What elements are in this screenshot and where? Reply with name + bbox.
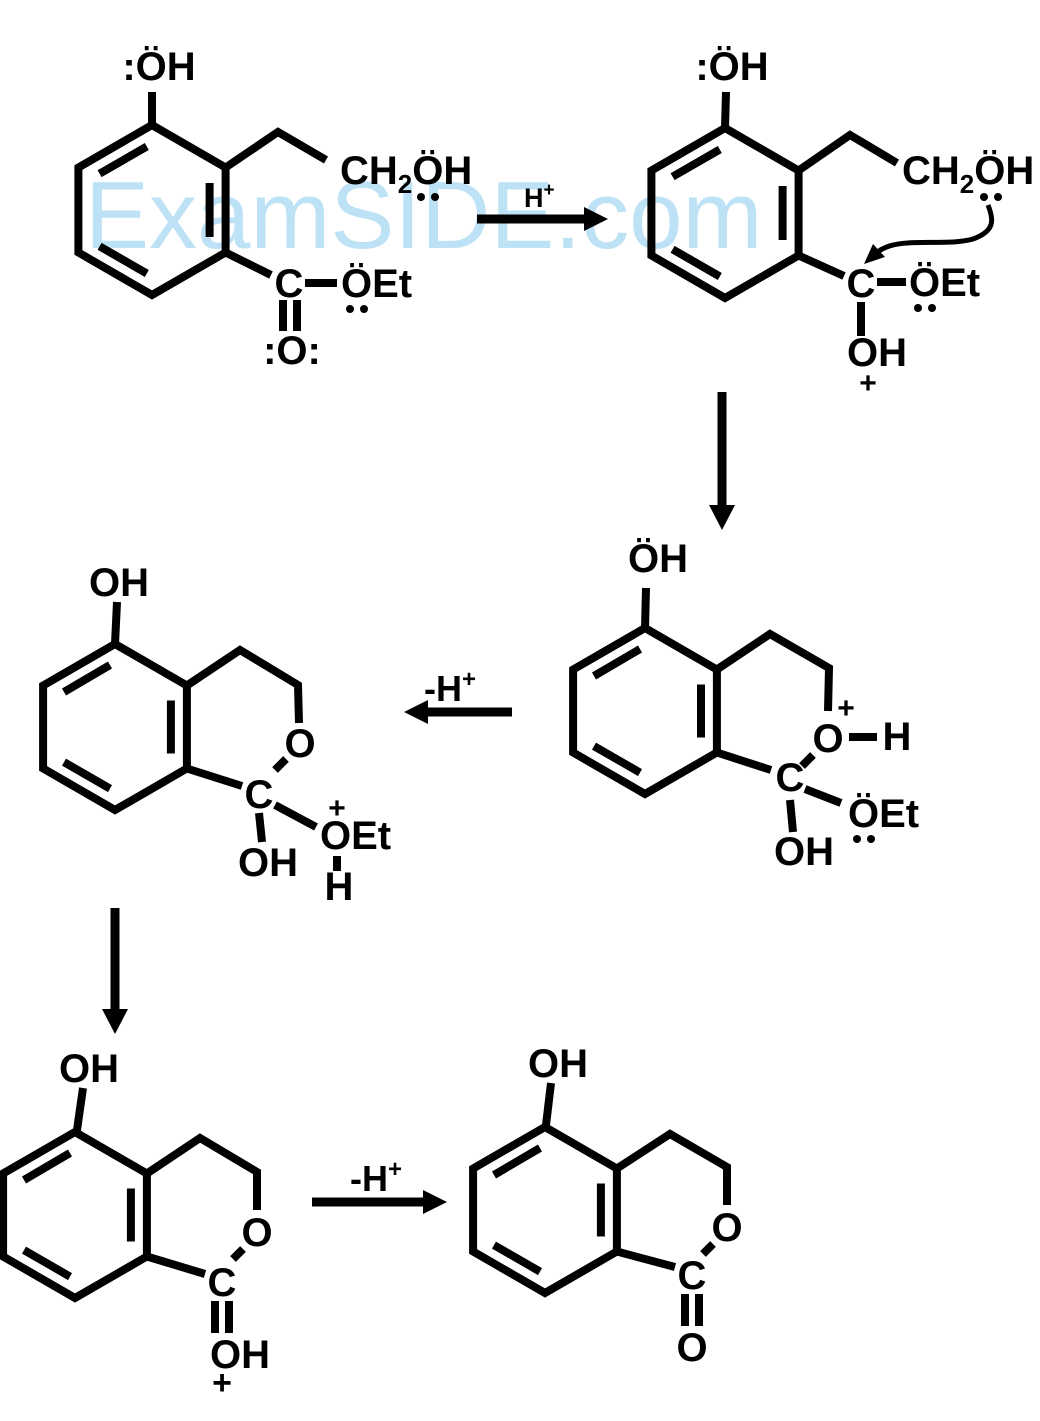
step2-to-3-down-arrow (102, 908, 128, 1034)
s2-plus-charge: + (859, 367, 877, 400)
arrowhead (102, 1009, 128, 1034)
s3-oh-label: OH (774, 830, 834, 874)
s1-carbonyl-label: :O: (263, 329, 321, 373)
s3-pyran-bonds (714, 629, 834, 712)
s5-pyran-bonds (144, 1133, 261, 1210)
lone-pair-dot (360, 305, 368, 313)
s3-plus-charge: + (837, 692, 855, 725)
step3-arrow: -H+ (312, 1156, 447, 1214)
lone-pair-dot (417, 193, 425, 201)
s6-pyran-bonds (614, 1129, 731, 1205)
s1-ester-bond (223, 248, 273, 279)
lone-pair-dot (431, 193, 439, 201)
phenol-bond (641, 587, 650, 629)
lone-pair-dot (914, 304, 922, 312)
s4-o-c-bond (272, 756, 289, 773)
s5-plus-charge: + (212, 1364, 232, 1402)
reactant-hydroxy-ester: :ÖH CH2ÖH C ÖEt :O: (74, 44, 472, 373)
s4-c-oet-bond (273, 801, 318, 831)
cyclic-oxonium-intermediate: ÖH O + H C OH ÖEt (569, 536, 919, 874)
s4-pyran-bonds (184, 645, 303, 724)
s4-oh-label: OH (238, 841, 298, 885)
s1-chain-label: CH2ÖH (340, 148, 472, 199)
s2-chain-bonds (796, 130, 900, 174)
s3-c-ring-bond (715, 748, 773, 774)
s2-ester-bond (796, 251, 846, 280)
s2-phenol-label: :ÖH (695, 44, 768, 89)
s1-carbon-label: C (275, 262, 304, 306)
s3-phenol-label: ÖH (628, 536, 688, 581)
s1-phenol-label: :ÖH (122, 44, 195, 89)
lone-pair-dot (346, 305, 354, 313)
s5-phenol-label: OH (59, 1047, 119, 1091)
s6-c-ring-bond (615, 1247, 677, 1271)
s5-carbon-label: C (208, 1261, 237, 1305)
tetrahedral-intermediate-protonated-oet: OH O C OH OEt + H (39, 561, 391, 909)
s2-chain-label: CH2ÖH (902, 148, 1034, 199)
phenol-bond (111, 601, 121, 645)
s5-ring-oxygen-label: O (241, 1211, 272, 1255)
s3-o-c-bond (799, 752, 816, 769)
s2-carbon-label: C (847, 262, 876, 306)
protonated-lactone: OH O C OH + (0, 1047, 273, 1402)
s4-carbon-label: C (245, 773, 274, 817)
s5-o-c-bond (230, 1246, 246, 1262)
benzene-ring (39, 639, 191, 815)
s3-ethoxy-label: ÖEt (848, 791, 919, 836)
step2-label: -H+ (424, 666, 476, 709)
s3-c-oh-bond (786, 799, 797, 833)
s4-phenol-label: OH (89, 561, 149, 605)
s4-h-label: H (325, 865, 354, 909)
s6-o-c-bond (700, 1241, 716, 1257)
s4-c-oh-bond (255, 812, 266, 843)
lone-pair-dot (980, 193, 988, 201)
s1-ethoxy-label: ÖEt (341, 261, 412, 306)
lone-pair-dot (994, 193, 1002, 201)
lone-pair-dot (867, 835, 875, 843)
benzene-ring (569, 623, 721, 799)
step1-label: H+ (524, 180, 555, 213)
s4-plus-charge: + (328, 792, 346, 825)
arrowhead (709, 505, 735, 530)
s6-carbon-label: C (678, 1254, 707, 1298)
arrowhead (423, 1190, 447, 1214)
s4-ring-oxygen-label: O (284, 722, 315, 766)
s3-ring-oxygen-label: O (812, 717, 843, 761)
curved-arrowhead (864, 244, 885, 264)
lone-pair-dot (853, 835, 861, 843)
phenol-bond (721, 91, 730, 129)
s5-oh-label: OH (210, 1333, 270, 1377)
s1-chain-bonds (223, 127, 329, 171)
s3-h-label: H (883, 715, 912, 759)
arrowhead (404, 700, 428, 724)
phenol-bond (542, 1082, 555, 1126)
step3-label: -H+ (350, 1156, 402, 1199)
step1-arrow: H+ (477, 180, 608, 231)
s3-carbon-label: C (776, 756, 805, 800)
arrowhead (584, 207, 608, 231)
s6-ring-oxygen-label: O (711, 1206, 742, 1250)
s5-c-ring-bond (145, 1252, 207, 1278)
s2-ethoxy-label: ÖEt (909, 260, 980, 305)
benzene-ring (469, 1122, 621, 1298)
s6-carbonyl-label: O (676, 1326, 707, 1370)
s2-oh-label: OH (847, 331, 907, 375)
s4-c-ring-bond (185, 764, 244, 790)
benzene-ring (0, 1127, 151, 1303)
s3-c-oet-bond (803, 785, 843, 807)
step2-arrow: -H+ (404, 666, 512, 724)
step1-to-2-down-arrow (709, 392, 735, 530)
s6-phenol-label: OH (528, 1042, 588, 1086)
lactone-product: OH O C O (469, 1042, 743, 1370)
lone-pair-dot (928, 304, 936, 312)
s4-ethoxy-label: OEt (320, 814, 391, 858)
protonated-ester-attack: :ÖH CH2ÖH C ÖEt OH + (647, 44, 1034, 400)
phenol-bond (73, 1087, 87, 1131)
curved-electron-arrow (877, 204, 995, 254)
